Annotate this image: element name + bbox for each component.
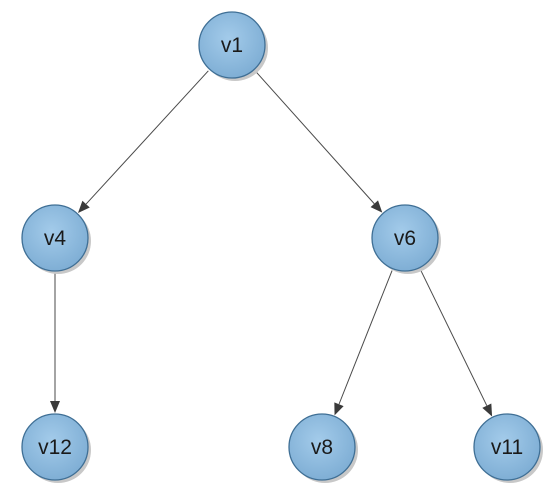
edge-v1-v4 <box>77 70 209 213</box>
edge-line <box>338 270 393 405</box>
node-v4: v4 <box>21 204 91 274</box>
arrowhead <box>50 401 60 413</box>
edge-v4-v12 <box>50 273 60 413</box>
node-circle <box>371 204 439 272</box>
node-v11: v11 <box>473 413 543 483</box>
arrowhead <box>77 200 90 213</box>
node-circle <box>198 11 266 79</box>
arrowhead <box>370 200 383 213</box>
node-label: v1 <box>221 34 243 57</box>
node-label: v11 <box>491 436 523 459</box>
node-circle <box>21 413 89 481</box>
arrowhead <box>334 402 344 416</box>
edge-v6-v8 <box>334 270 393 416</box>
node-v8: v8 <box>288 413 358 483</box>
node-v12: v12 <box>21 413 91 483</box>
edge-line <box>254 70 375 205</box>
node-label: v12 <box>38 436 72 459</box>
edge-line <box>419 269 488 406</box>
node-label: v4 <box>44 227 67 250</box>
node-label: v8 <box>311 436 333 459</box>
edge-v6-v11 <box>419 269 493 417</box>
node-label: v6 <box>394 227 416 250</box>
node-circle <box>288 413 356 481</box>
node-circle <box>473 413 541 481</box>
nodes-layer: v1 v4 v6 v12 v8 v11 <box>21 11 543 483</box>
node-circle <box>21 204 89 272</box>
node-v1: v1 <box>198 11 268 81</box>
edges-layer <box>50 70 493 417</box>
arrowhead <box>482 403 493 417</box>
edge-v1-v6 <box>254 70 383 213</box>
node-v6: v6 <box>371 204 441 274</box>
edge-line <box>85 70 209 205</box>
